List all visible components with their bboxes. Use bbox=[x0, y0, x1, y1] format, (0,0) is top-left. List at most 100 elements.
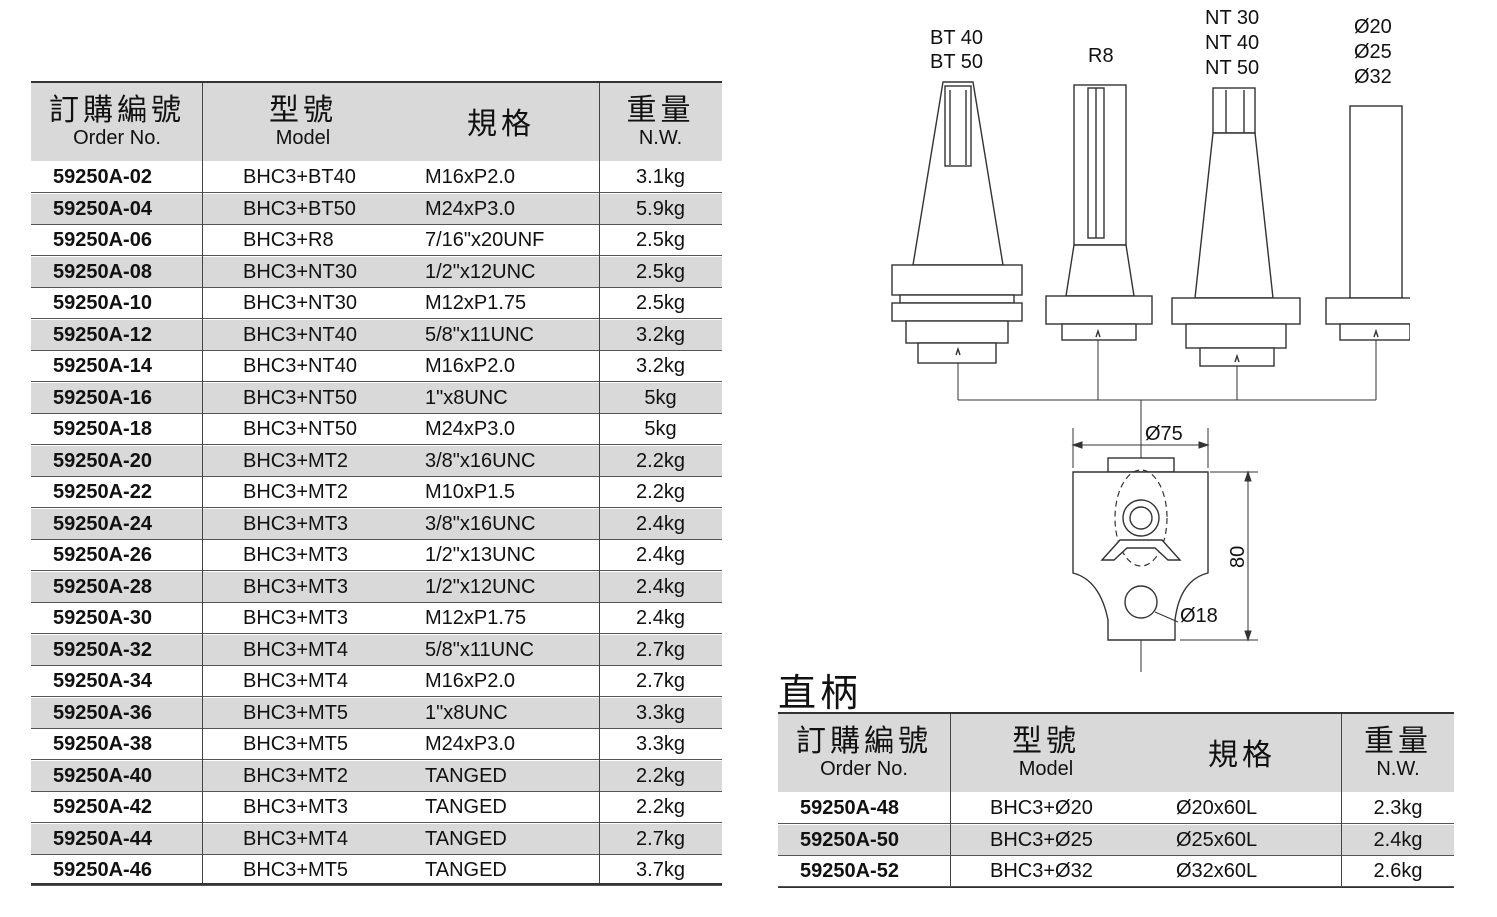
label-nt40: NT 40 bbox=[1205, 32, 1259, 54]
label-nt30: NT 30 bbox=[1205, 7, 1259, 29]
cell-weight: 2.5kg bbox=[636, 292, 685, 314]
label-dia75: Ø75 bbox=[1145, 423, 1183, 445]
cell-weight: 3.3kg bbox=[636, 733, 685, 755]
table-row: 59250A-16 BHC3+NT50 1"x8UNC 5kg bbox=[31, 382, 722, 414]
cell-order-no: 59250A-52 bbox=[800, 860, 899, 882]
cell-spec: Ø32x60L bbox=[1176, 860, 1258, 882]
cell-order-no: 59250A-16 bbox=[53, 386, 152, 409]
cell-weight: 5.9kg bbox=[636, 197, 685, 220]
cell-order-no: 59250A-06 bbox=[53, 229, 152, 251]
cell-order-no: 59250A-50 bbox=[800, 828, 899, 851]
cell-model: BHC3+Ø20 bbox=[990, 797, 1093, 819]
header-weight: 重量 N.W. bbox=[1364, 725, 1432, 780]
cell-weight: 3.1kg bbox=[636, 166, 685, 188]
cell-model: BHC3+MT3 bbox=[243, 575, 349, 598]
cell-order-no: 59250A-46 bbox=[53, 859, 152, 881]
cell-order-no: 59250A-32 bbox=[53, 638, 152, 661]
cell-order-no: 59250A-34 bbox=[53, 670, 152, 692]
cell-model: BHC3+MT3 bbox=[243, 512, 349, 535]
cell-spec: 5/8"x11UNC bbox=[425, 638, 534, 661]
cell-spec: 1"x8UNC bbox=[425, 701, 508, 724]
cell-weight: 5kg bbox=[644, 418, 677, 440]
main-table-header: 訂購編號 Order No. 型號 Model 規格 重量 N.W. bbox=[31, 83, 722, 161]
shank-diagram: BT 40 BT 50 R8 NT 30 NT 40 NT 50 Ø20 Ø25… bbox=[891, 7, 1410, 672]
cell-model: BHC3+BT50 bbox=[243, 197, 356, 220]
label-bt40: BT 40 bbox=[930, 27, 983, 49]
cell-spec: M12xP1.75 bbox=[425, 292, 527, 314]
cell-spec: Ø20x60L bbox=[1176, 797, 1258, 819]
cell-weight: 3.2kg bbox=[636, 355, 685, 377]
cell-order-no: 59250A-18 bbox=[53, 418, 152, 440]
cell-model: BHC3+NT40 bbox=[243, 355, 357, 377]
cell-model: BHC3+MT2 bbox=[243, 481, 349, 503]
cell-order-no: 59250A-26 bbox=[53, 544, 152, 566]
label-height80: 80 bbox=[1227, 546, 1249, 568]
cell-model: BHC3+R8 bbox=[243, 229, 334, 251]
cell-spec: M24xP3.0 bbox=[425, 197, 516, 220]
cell-model: BHC3+NT40 bbox=[243, 323, 357, 346]
header-weight: 重量 N.W. bbox=[626, 94, 695, 149]
cell-weight: 5kg bbox=[644, 386, 677, 409]
cell-order-no: 59250A-08 bbox=[53, 260, 152, 283]
cell-order-no: 59250A-22 bbox=[53, 481, 152, 503]
table-row: 59250A-08 BHC3+NT30 1/2"x12UNC 2.5kg bbox=[31, 256, 722, 288]
cell-weight: 2.5kg bbox=[636, 260, 685, 283]
cell-weight: 2.7kg bbox=[636, 827, 685, 850]
label-dia20: Ø20 bbox=[1354, 16, 1392, 38]
dimension-lines bbox=[1071, 428, 1258, 642]
cell-spec: 1/2"x12UNC bbox=[425, 260, 536, 283]
cell-model: BHC3+MT4 bbox=[243, 827, 349, 850]
cell-order-no: 59250A-14 bbox=[53, 355, 152, 377]
cell-weight: 2.2kg bbox=[636, 796, 685, 818]
cell-weight: 2.2kg bbox=[636, 481, 685, 503]
cell-weight: 3.3kg bbox=[636, 701, 685, 724]
cell-model: BHC3+MT4 bbox=[243, 638, 349, 661]
cell-weight: 2.7kg bbox=[636, 638, 685, 661]
header-order-no: 訂購編號 Order No. bbox=[49, 94, 185, 149]
cell-order-no: 59250A-04 bbox=[53, 197, 152, 220]
cell-order-no: 59250A-48 bbox=[800, 797, 899, 819]
cell-order-no: 59250A-02 bbox=[53, 166, 152, 188]
header-model: 型號 Model bbox=[269, 94, 337, 149]
label-bt50: BT 50 bbox=[930, 51, 983, 73]
cell-weight: 3.2kg bbox=[636, 323, 685, 346]
cell-order-no: 59250A-12 bbox=[53, 323, 152, 346]
cell-spec: Ø25x60L bbox=[1176, 828, 1258, 851]
cell-weight: 2.4kg bbox=[636, 575, 685, 598]
cell-spec: 5/8"x11UNC bbox=[425, 323, 534, 346]
table-row: 59250A-04 BHC3+BT50 M24xP3.0 5.9kg bbox=[31, 193, 722, 225]
cell-model: BHC3+MT2 bbox=[243, 449, 349, 472]
header-spec: 規格 bbox=[1208, 739, 1276, 772]
cell-order-no: 59250A-42 bbox=[53, 796, 152, 818]
cell-spec: TANGED bbox=[425, 859, 507, 881]
straight-table-header: 訂購編號 Order No. 型號 Model 規格 重量 N.W. bbox=[778, 714, 1454, 792]
cell-model: BHC3+MT3 bbox=[243, 796, 349, 818]
cell-weight: 2.4kg bbox=[636, 544, 685, 566]
label-dia25: Ø25 bbox=[1354, 41, 1392, 63]
cell-weight: 2.2kg bbox=[636, 449, 685, 472]
cell-model: BHC3+MT3 bbox=[243, 607, 349, 629]
cell-spec: 3/8"x16UNC bbox=[425, 512, 536, 535]
cell-model: BHC3+NT50 bbox=[243, 386, 357, 409]
cell-model: BHC3+NT30 bbox=[243, 260, 357, 283]
cell-spec: 1/2"x12UNC bbox=[425, 575, 536, 598]
cell-model: BHC3+MT4 bbox=[243, 670, 349, 692]
cell-spec: M16xP2.0 bbox=[425, 166, 516, 188]
cell-weight: 3.7kg bbox=[636, 859, 685, 881]
cell-spec: 1"x8UNC bbox=[425, 386, 508, 409]
cell-model: BHC3+Ø25 bbox=[990, 828, 1093, 851]
